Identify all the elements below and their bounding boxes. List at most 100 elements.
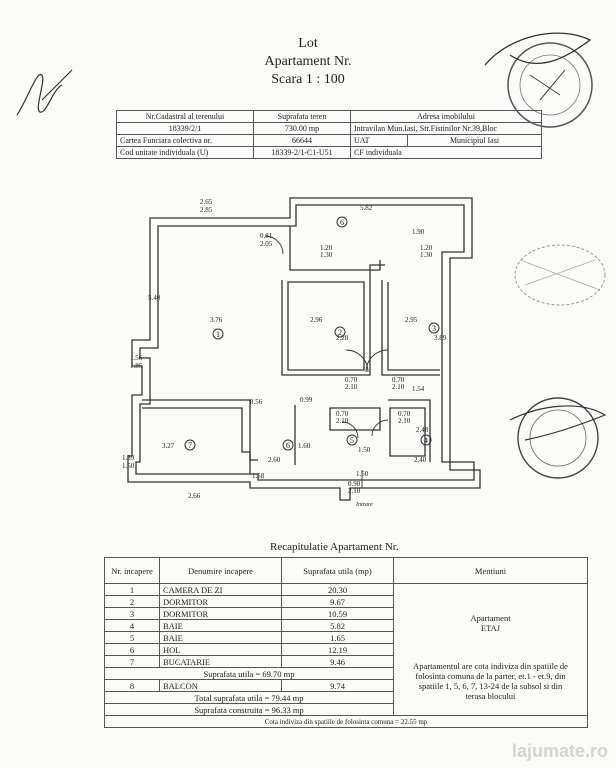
recap-header-den: Denumire incapere (159, 557, 282, 584)
row-den: BUCATARIE (159, 655, 282, 668)
table-row: 2 DORMITOR 9.67 (104, 595, 588, 608)
table-row: 3 DORMITOR 10.59 (104, 607, 588, 620)
table-row: 8 BALCON 9.74 (104, 679, 588, 692)
dim-label: 3.76 (210, 316, 223, 324)
recap-header-nr: Nr. incapere (104, 557, 160, 584)
room-number: 6 (286, 441, 290, 450)
room-number: 3 (432, 324, 436, 333)
row-nr: 4 (104, 619, 160, 632)
scale-title: Scara 1 : 100 (271, 72, 345, 87)
built-area: Suprafata construita = 96.33 mp (104, 703, 394, 716)
dim-label: 8.56 (250, 398, 263, 406)
stamp-top-right (484, 32, 593, 128)
row-nr: 7 (104, 655, 160, 668)
row-den: DORMITOR (159, 595, 282, 608)
recap-header-ment: Mentiuni (393, 557, 588, 584)
stamp-right-middle (514, 244, 606, 306)
table-row: 4 BAIE 5.82 (104, 619, 588, 632)
dim-label: 0.70 (345, 376, 358, 384)
dim-label: 2.96 (310, 316, 323, 324)
dim-label: 2.40 (414, 456, 427, 464)
cad-sup: 730.00 mp (253, 122, 351, 135)
dim-label: 2.60 (268, 456, 281, 464)
dim-label: 2.85 (200, 206, 213, 214)
row-sup: 1.65 (281, 631, 394, 644)
dim-label: 2.28 (336, 334, 349, 342)
row-nr: 3 (104, 607, 160, 620)
room-number: 4 (424, 436, 428, 445)
table-row: 1 CAMERA DE ZI 20.30 Apartament ETAJ Apa… (104, 583, 588, 716)
dim-label: 2.05 (260, 240, 273, 248)
dim-label: 1.85 (130, 362, 143, 370)
apartment-title: Apartament Nr. (264, 54, 352, 69)
dim-label: 0.90 (348, 480, 361, 488)
row-den: DORMITOR (159, 607, 282, 620)
cf-label: Cartea Funciara colectiva nr. (116, 134, 254, 147)
dim-label: 5.82 (360, 204, 373, 212)
row-sup: 10.59 (281, 607, 394, 620)
dim-label: 1.90 (412, 228, 425, 236)
signature-left (16, 69, 73, 116)
dim-label: 0.70 (398, 410, 411, 418)
common-share: Cota indiviza din spatiile de folosinta … (104, 715, 588, 728)
row-sup: 20.30 (281, 583, 394, 596)
row-den: HOL (159, 643, 282, 656)
table-row: 7 BUCATARIE 9.46 (104, 655, 588, 668)
cad-header-nr: Nr.Cadastral al terenului (116, 110, 254, 123)
dim-label: 1.58 (252, 472, 265, 480)
dim-label: 1.60 (298, 442, 311, 450)
lot-title: Lot (298, 36, 318, 51)
dim-label: 3.89 (434, 334, 447, 342)
cad-header-sup: Suprafata teren (253, 110, 351, 123)
dim-label: 0.99 (300, 396, 313, 404)
dim-label: 3.27 (162, 442, 175, 450)
dim-label: 0.70 (336, 410, 349, 418)
cf-value: 66644 (253, 134, 351, 147)
dim-label: 2.48 (416, 426, 429, 434)
mentiuni-line2: ETAJ (480, 622, 501, 633)
dim-label: 2.10 (392, 383, 405, 391)
watermark: lajumate.ro (511, 741, 608, 761)
row-sup: 9.46 (281, 655, 394, 668)
dim-label: 1.50 (356, 470, 369, 478)
row-nr: 8 (104, 679, 160, 692)
row-nr: 5 (104, 631, 160, 644)
cad-adr: Intravilan Mun.Iasi, Str.Fistinilor Nr.3… (350, 122, 542, 135)
dim-label: 5.40 (148, 294, 161, 302)
entry-label: Intrare (355, 502, 373, 508)
recap-table: Nr. incapere Denumire incapere Suprafata… (104, 557, 588, 728)
recap-header-sup: Suprafata utila (mp) (281, 557, 394, 584)
row-den: BAIE (159, 631, 282, 644)
recap-title: Recapitulatie Apartament Nr. (270, 541, 399, 553)
room-number: 1 (216, 330, 220, 339)
dim-label: 1.54 (412, 385, 425, 393)
row-den: CAMERA DE ZI (159, 583, 282, 596)
dim-label: 2.10 (398, 417, 411, 425)
mentiuni-line1: Apartament (470, 612, 511, 623)
room-number: 2 (338, 328, 342, 337)
cad-nr: 18339/2/1 (116, 122, 254, 135)
unit-code-value: 18339-2/1-C1-U51 (253, 146, 351, 159)
dim-label: 1.39 (122, 454, 135, 462)
table-row: 6 HOL 12.19 (104, 643, 588, 656)
dim-label: 2.10 (348, 487, 361, 495)
row-sup: 9.67 (281, 595, 394, 608)
floor-plan: 2.65 2.85 5.82 1.90 0.81 2.05 1.20 1.30 … (122, 197, 481, 508)
room-number: 7 (188, 441, 192, 450)
cf-individual: CF individuala (350, 146, 542, 159)
room-number: 5 (350, 436, 354, 445)
uat-label: UAT (350, 134, 408, 147)
row-nr: 2 (104, 595, 160, 608)
uat-value: Municipiul Iasi (407, 134, 542, 147)
dim-label: 1.50 (358, 446, 371, 454)
subtotal-util: Suprafata utila = 69.70 mp (104, 667, 394, 680)
row-nr: 1 (104, 583, 160, 596)
row-sup: 12.19 (281, 643, 394, 656)
cadastral-table: Nr.Cadastral al terenului Suprafata tere… (116, 110, 542, 159)
dim-label: 2.66 (188, 492, 201, 500)
row-sup: 5.82 (281, 619, 394, 632)
total-util: Total suprafata utila = 79.44 mp (104, 691, 394, 704)
row-sup: 9.74 (281, 679, 394, 692)
dim-label: 1.56 (130, 354, 143, 362)
row-nr: 6 (104, 643, 160, 656)
